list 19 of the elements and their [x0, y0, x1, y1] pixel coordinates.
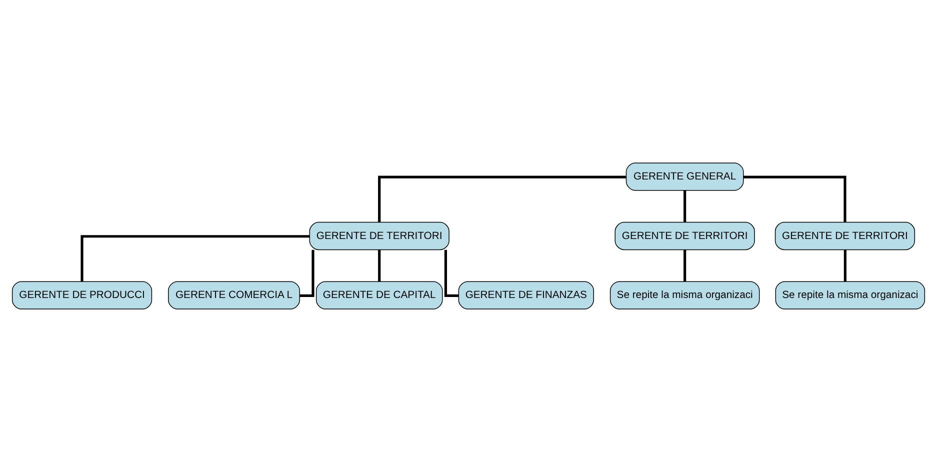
connector [744, 175, 846, 222]
node-box: GERENTE DE TERRITORI [614, 221, 755, 250]
node-box: GERENTE DE TERRITORI [309, 221, 450, 250]
connector [844, 249, 846, 281]
connector [378, 249, 381, 281]
node-box: GERENTE DE CAPITAL [316, 280, 443, 309]
node-box: GERENTE COMERCIA L [168, 280, 300, 309]
node-box: GERENTE DE PRODUCCI [12, 280, 152, 309]
connector [80, 234, 310, 281]
connector [684, 249, 686, 281]
node-box: Se repite la misma organizaci [775, 280, 926, 309]
connector [444, 249, 459, 296]
connector [684, 190, 686, 222]
connector [378, 175, 626, 222]
node-box: GERENTE DE FINANZAS [458, 280, 594, 309]
node-box: GERENTE DE TERRITORI [774, 221, 916, 250]
node-box: Se repite la misma organizaci [610, 280, 760, 309]
connector [300, 249, 314, 296]
node-box: GERENTE GENERAL [626, 162, 744, 190]
